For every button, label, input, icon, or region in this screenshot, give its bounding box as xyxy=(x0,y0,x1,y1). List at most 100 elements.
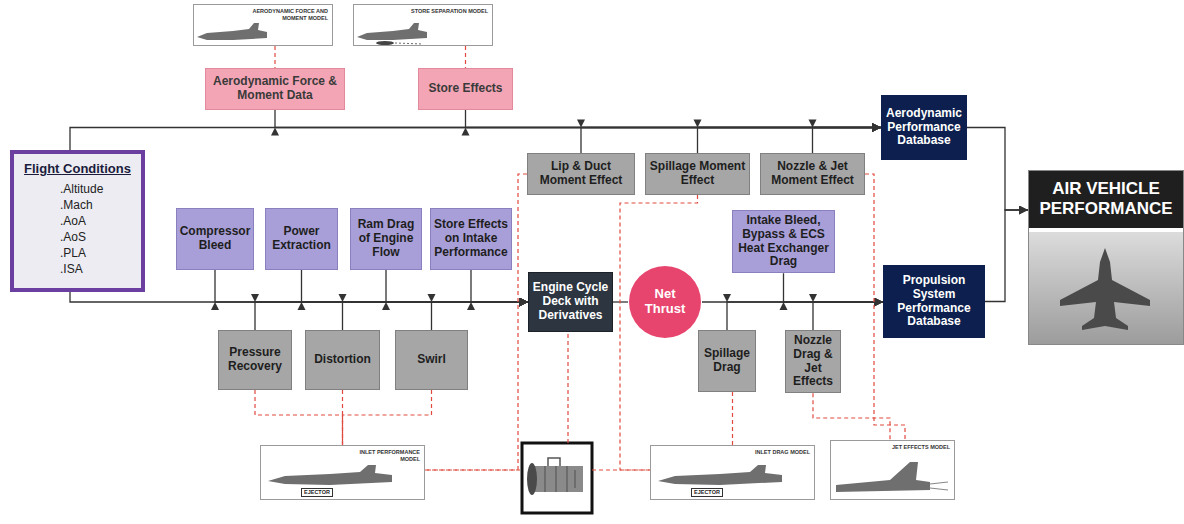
junction-arrowhead xyxy=(780,302,788,310)
trajectory-line xyxy=(395,43,423,44)
jet-silhouette xyxy=(197,23,267,40)
connector-path xyxy=(784,273,884,302)
node-label: STORE SEPARATION MODEL xyxy=(408,8,488,15)
junction-arrowhead xyxy=(251,294,259,302)
aircraft-figure xyxy=(268,465,392,485)
node-label: INLET DRAG MODEL xyxy=(730,449,810,456)
junction-arrowhead xyxy=(462,128,470,136)
connector-path xyxy=(813,128,882,154)
effect-box: Lip & Duct Moment Effect xyxy=(527,153,635,195)
junction-arrowhead xyxy=(298,302,306,310)
flow-arrow xyxy=(382,270,528,310)
node-label: Power Extraction xyxy=(268,225,335,253)
flow-arrow xyxy=(462,110,882,136)
node-label: Spillage Moment Effect xyxy=(648,160,747,188)
node-label: Net Thrust xyxy=(636,287,694,317)
flow-arrow xyxy=(985,210,1028,302)
node-label: INLET PERFORMANCE MODEL xyxy=(340,449,420,463)
node-sublabel: .Mach xyxy=(18,197,137,213)
model-link xyxy=(255,390,343,445)
effect-box: Spillage Moment Effect xyxy=(645,153,750,195)
input-box: Power Extraction xyxy=(265,208,338,270)
flow-arrow xyxy=(251,294,528,330)
connector-path xyxy=(465,46,466,68)
input-box: Ram Drag of Engine Flow xyxy=(350,208,422,270)
model-link xyxy=(732,392,733,445)
circle-fill xyxy=(629,266,701,338)
junction-arrowhead xyxy=(694,120,702,128)
data-box: Aerodynamic Force & Moment Data xyxy=(205,68,345,110)
node-label: Lip & Duct Moment Effect xyxy=(530,160,632,188)
node-label: Distortion xyxy=(308,353,377,367)
flow-arrow xyxy=(211,270,528,310)
jet-plume xyxy=(930,482,948,490)
junction-arrowhead xyxy=(339,294,347,302)
model-figure-box: AERODYNAMIC FORCE AND MOMENT MODEL xyxy=(193,4,333,46)
connector-path xyxy=(466,110,882,128)
connector-path xyxy=(70,292,528,302)
input-box: Intake Bleed, Bypass & ECS Heat Exchange… xyxy=(732,210,835,273)
node-label: Ram Drag of Engine Flow xyxy=(353,218,419,259)
node-sublabel: .AoA xyxy=(18,213,137,229)
junction-arrowhead xyxy=(577,120,585,128)
engine-figure xyxy=(522,443,592,513)
node-sublabel: .PLA xyxy=(18,245,137,261)
node-label: AIR VEHICLE PERFORMANCE xyxy=(1029,171,1183,228)
input-panel: Flight Conditions.Altitude.Mach.AoA.AoS.… xyxy=(10,150,145,292)
jet-silhouette xyxy=(268,465,392,485)
node-label: Pressure Recovery xyxy=(221,346,289,374)
connector-path xyxy=(698,128,882,154)
input-box: Store Effects on Intake Performance xyxy=(430,208,512,270)
connector-path xyxy=(732,392,733,445)
aircraft-figure xyxy=(197,23,267,40)
effect-box: Nozzle Drag & Jet Effects xyxy=(785,330,841,393)
connector-path xyxy=(255,302,528,330)
connector-path xyxy=(967,128,1028,211)
node-label: Aerodynamic Performance Database xyxy=(884,107,964,148)
store-symbol xyxy=(376,41,394,45)
connector-path xyxy=(343,390,432,445)
flow-arrow xyxy=(809,294,883,330)
junction-arrowhead xyxy=(428,294,436,302)
node-label: Aerodynamic Force & Moment Data xyxy=(209,75,341,103)
junction-arrowhead xyxy=(723,294,731,302)
effect-box: Nozzle & Jet Moment Effect xyxy=(760,153,865,195)
model-figure-box: STORE SEPARATION MODEL xyxy=(353,4,493,46)
node-label: Nozzle Drag & Jet Effects xyxy=(788,334,838,389)
node-label: Engine Cycle Deck with Derivatives xyxy=(532,281,609,322)
junction-arrowhead xyxy=(211,302,219,310)
aircraft-figure xyxy=(357,23,427,45)
node-label: Flight Conditions xyxy=(18,160,137,178)
flow-arrow xyxy=(723,294,883,330)
photo-ground xyxy=(1029,232,1183,344)
flow-arrow xyxy=(428,294,529,330)
jet-silhouette xyxy=(658,465,782,485)
aircraft-figure xyxy=(836,462,948,492)
node-label: Store Effects on Intake Performance xyxy=(433,218,509,259)
node-label: Swirl xyxy=(398,353,465,367)
connector-path xyxy=(432,302,529,330)
connector-path xyxy=(255,390,343,445)
jet-topview xyxy=(1060,248,1150,330)
connector-path xyxy=(275,110,881,128)
node-sublabel: EJECTOR xyxy=(301,488,333,497)
node-sublabel: EJECTOR xyxy=(691,488,723,497)
database-box: Propulsion System Performance Database xyxy=(883,265,985,338)
model-link xyxy=(275,46,276,68)
engine-frame xyxy=(522,443,592,513)
connector-path xyxy=(386,270,528,302)
connector-path xyxy=(727,302,883,330)
junction-arrowhead xyxy=(809,294,817,302)
aircraft-figure xyxy=(658,465,782,485)
connector-path xyxy=(813,302,883,330)
model-link xyxy=(465,46,466,68)
effect-box: Swirl xyxy=(395,330,468,390)
junction-arrowhead xyxy=(809,120,817,128)
node-label: AERODYNAMIC FORCE AND MOMENT MODEL xyxy=(248,8,328,22)
node-label: Propulsion System Performance Database xyxy=(886,274,982,329)
model-figure-box: JET EFFECTS MODEL xyxy=(830,440,955,500)
node-label: JET EFFECTS MODEL xyxy=(870,444,950,451)
aircraft-photo xyxy=(1029,232,1183,344)
connector-path xyxy=(274,46,275,68)
